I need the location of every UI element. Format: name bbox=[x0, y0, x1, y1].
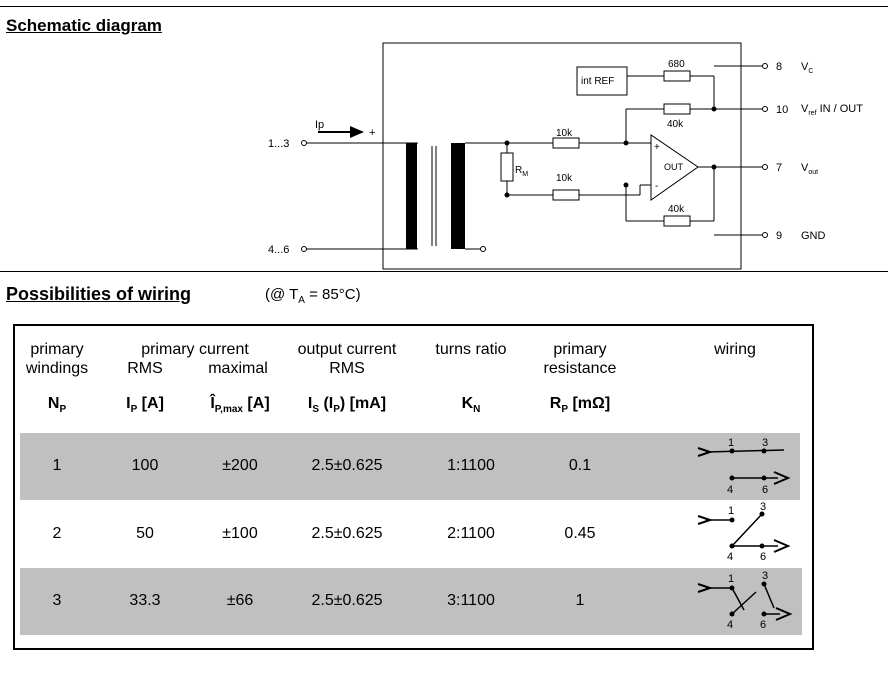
pin-9-terminal bbox=[762, 232, 768, 238]
cell-np: 3 bbox=[52, 592, 62, 609]
svg-text:6: 6 bbox=[760, 551, 766, 563]
r1-resistor bbox=[552, 137, 580, 149]
svg-text:1: 1 bbox=[728, 437, 734, 449]
r5-resistor bbox=[663, 215, 691, 227]
vref-label: Vref IN / OUT bbox=[801, 103, 863, 117]
pin-8-terminal bbox=[762, 63, 768, 69]
r2-label: 10k bbox=[556, 173, 573, 184]
r1-label: 10k bbox=[556, 128, 573, 139]
schematic-heading: Schematic diagram bbox=[6, 16, 162, 35]
r4-resistor bbox=[663, 103, 691, 115]
cell-kn: 1:1100 bbox=[447, 457, 495, 474]
pin-4-6-terminal bbox=[301, 246, 307, 252]
svg-text:4: 4 bbox=[727, 619, 733, 631]
plus-input-label: + bbox=[369, 127, 375, 139]
top-rule bbox=[0, 6, 888, 7]
cell-ip: 33.3 bbox=[129, 592, 161, 609]
primary-winding bbox=[406, 143, 417, 249]
rm-resistor bbox=[500, 152, 514, 182]
wiring-diagram-2: 1 3 4 6 bbox=[697, 502, 791, 563]
wiring-table bbox=[13, 324, 814, 650]
vc-label: VC bbox=[801, 61, 813, 75]
pin-4-6-label: 4...6 bbox=[268, 244, 289, 256]
symbol-is: IS (IP) [mA] bbox=[307, 395, 387, 416]
temperature-condition: (@ TA = 85°C) bbox=[265, 286, 361, 306]
opamp-out: OUT bbox=[664, 162, 684, 172]
pin-10-terminal bbox=[762, 106, 768, 112]
module-enclosure bbox=[382, 42, 742, 270]
opamp bbox=[650, 134, 699, 201]
cell-kn: 3:1100 bbox=[447, 592, 495, 609]
cell-rp: 0.45 bbox=[564, 525, 596, 542]
header-wiring: wiring bbox=[714, 341, 756, 358]
int-ref-label: int REF bbox=[581, 76, 614, 87]
row-3-band bbox=[20, 568, 802, 635]
cell-ipmax: ±100 bbox=[222, 525, 258, 542]
pin-7-label: 7 bbox=[776, 162, 782, 174]
secondary-winding bbox=[451, 143, 465, 249]
r3-label: 680 bbox=[668, 59, 685, 70]
opamp-plus: + bbox=[654, 142, 660, 153]
opamp-minus: - bbox=[655, 181, 658, 192]
symbol-kn: KN bbox=[461, 395, 481, 416]
cell-np: 1 bbox=[52, 457, 62, 474]
wiring-diagram-3: 1 3 4 6 bbox=[697, 570, 793, 631]
cell-rp: 1 bbox=[575, 592, 585, 609]
svg-text:3: 3 bbox=[762, 437, 768, 449]
cell-is: 2.5±0.625 bbox=[311, 592, 383, 609]
svg-text:4: 4 bbox=[727, 551, 733, 563]
header-maximal: maximal bbox=[208, 360, 268, 377]
pin-1-3-label: 1...3 bbox=[268, 138, 289, 150]
ip-label: Ip bbox=[315, 119, 324, 131]
secondary-terminal bbox=[480, 246, 486, 252]
symbol-np: NP bbox=[47, 395, 67, 416]
cell-ipmax: ±200 bbox=[222, 457, 258, 474]
int-ref-box bbox=[576, 66, 628, 96]
pin-1-3-terminal bbox=[301, 140, 307, 146]
r5-label: 40k bbox=[668, 204, 685, 215]
cell-ip: 100 bbox=[131, 457, 159, 474]
svg-text:4: 4 bbox=[727, 484, 733, 496]
cell-np: 2 bbox=[52, 525, 62, 542]
cell-ipmax: ±66 bbox=[226, 592, 254, 609]
header-rms: RMS bbox=[127, 360, 163, 377]
r4-label: 40k bbox=[667, 119, 684, 130]
header-turns-ratio: turns ratio bbox=[435, 341, 507, 358]
cell-is: 2.5±0.625 bbox=[311, 525, 383, 542]
vout-label: Vout bbox=[801, 162, 818, 176]
symbol-ip: IP [A] bbox=[126, 395, 164, 416]
symbol-rp: RP [mΩ] bbox=[549, 395, 611, 416]
svg-text:1: 1 bbox=[728, 505, 734, 517]
wiring-diagram-1: 1 3 4 6 bbox=[697, 437, 791, 496]
svg-text:3: 3 bbox=[760, 502, 766, 513]
gnd-label: GND bbox=[801, 230, 826, 242]
symbol-ipmax: ÎP,max [A] bbox=[210, 395, 270, 416]
pin-10-label: 10 bbox=[776, 104, 788, 116]
header-primary-current: primary current bbox=[141, 341, 249, 358]
svg-text:3: 3 bbox=[762, 570, 768, 582]
wiring-heading: Possibilities of wiring bbox=[6, 284, 192, 304]
r2-resistor bbox=[552, 189, 580, 201]
svg-text:6: 6 bbox=[760, 619, 766, 631]
pin-7-terminal bbox=[762, 164, 768, 170]
cell-kn: 2:1100 bbox=[447, 525, 495, 542]
rm-label: RM bbox=[515, 165, 528, 178]
r3-resistor bbox=[663, 70, 691, 82]
cell-ip: 50 bbox=[136, 525, 154, 542]
current-arrow bbox=[350, 126, 364, 138]
cell-is: 2.5±0.625 bbox=[311, 457, 383, 474]
svg-text:1: 1 bbox=[728, 573, 734, 585]
pin-9-label: 9 bbox=[776, 230, 782, 242]
section-rule bbox=[0, 271, 888, 272]
pin-8-label: 8 bbox=[776, 61, 782, 73]
cell-rp: 0.1 bbox=[568, 457, 592, 474]
row-1-band bbox=[20, 433, 800, 500]
svg-text:6: 6 bbox=[762, 484, 768, 496]
schematic-diagram: 1...3 4...6 Ip + RM 10k 10k + - OUT 40k … bbox=[268, 42, 863, 270]
